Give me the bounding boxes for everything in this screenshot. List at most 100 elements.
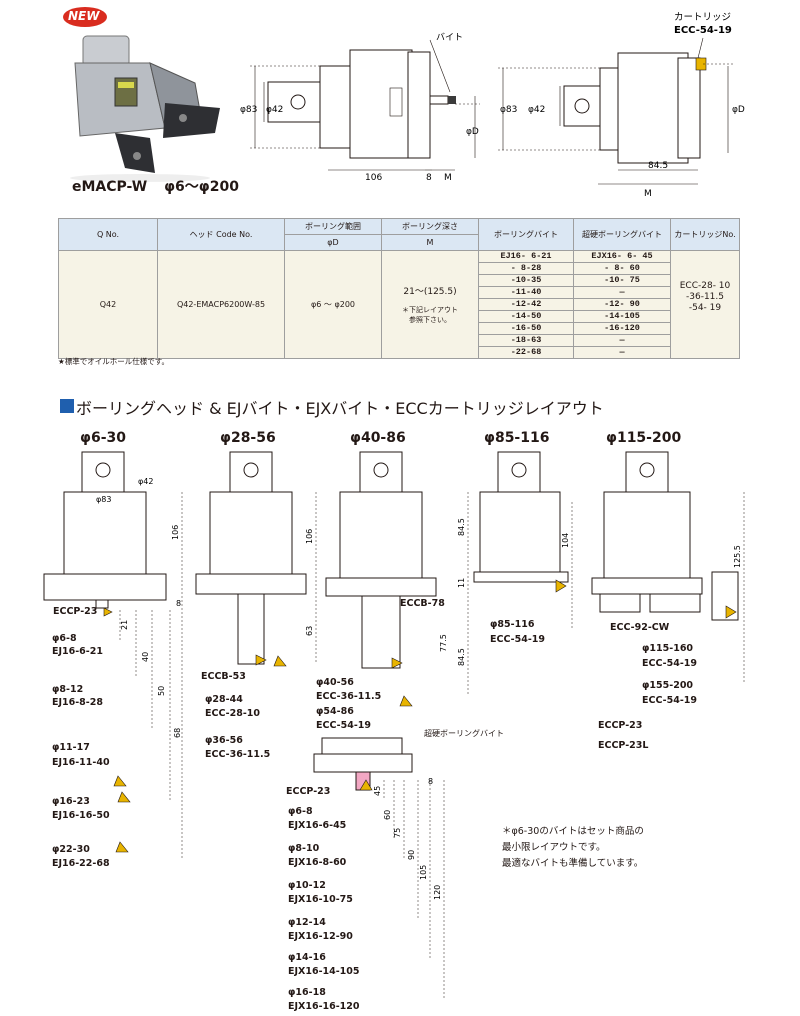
l1-106: 106 [171,525,180,540]
l1-item-4-range: φ22-30 [52,844,90,855]
l2-item-0-code: ECC-28-10 [205,708,260,719]
l2-title: φ28-56 [220,430,276,446]
l6-item-4-range: φ14-16 [288,952,326,963]
l2-106: 106 [305,529,314,544]
bite-row-5: -14-50 [479,310,573,322]
l3-775: 77.5 [439,634,448,652]
l6-dim-120: 120 [433,885,442,900]
bite-row-4: -12-42 [479,298,573,310]
l5-holder-0: ECCP-23 [598,720,643,731]
l4-item-0-code: ECC-54-19 [490,634,545,645]
l6-8: 8 [428,777,433,786]
td-boring-range: φ6 ～ φ200 [284,250,382,359]
l6-dim-60: 60 [383,810,392,820]
carbide-row-0: EJX16- 6- 45 [591,251,653,261]
tl-dD: φD [466,127,479,137]
l1-item-3-code: EJ16-16-50 [52,810,110,821]
table-footnote: ★標準でオイルホール仕様です。 [58,357,169,366]
tr-dD: φD [732,105,745,115]
th-boring-range: ボーリング範囲 [284,218,382,235]
spec-table: Q No. ヘッド Code No. ボーリング範囲 ボーリング深さ ボーリング… [58,218,740,359]
l5-item-1-range: φ155-200 [642,680,694,691]
l4-item-0-range: φ85-116 [490,619,535,630]
tl-8: 8 [426,173,432,183]
carbide-row-2: -10- 75 [574,274,670,286]
l6-item-0-code: EJX16-6-45 [288,820,347,831]
l1-holder: ECCP-23 [53,606,98,617]
product-name: eMACP-W [72,179,148,195]
l3-845: 84.5 [457,518,466,536]
l3-item-1-range: φ54-86 [316,706,354,717]
l1-d83: φ83 [96,495,111,504]
bite-row-7: -18-63 [479,334,573,346]
l4-104: 104 [561,533,570,548]
tr-cartridge-jp: カートリッジ [674,12,731,23]
l3-item-0-code: ECC-36-11.5 [316,691,382,702]
l2-63: 63 [305,626,314,636]
l3-item-0-range: φ40-56 [316,677,354,688]
l5-title: φ115-200 [606,430,682,446]
td-depth-note: ＊下記レイアウト 参照下さい。 [402,306,458,324]
tl-106: 106 [365,173,382,183]
tr-d83: φ83 [500,105,517,115]
top-right-diagram: カートリッジ ECC-54-19 φ83 φ42 φD 84.5 M [498,12,745,198]
l1-dim-21: 21 [120,620,129,630]
l1-item-4-code: EJ16-22-68 [52,858,110,869]
l1-dim-50: 50 [157,686,166,696]
l1-item-1-code: EJ16-8-28 [52,697,103,708]
l1-item-2-code: EJ16-11-40 [52,757,110,768]
th-carbide-bite: 超硬ボーリングバイト [573,218,671,251]
tl-M: M [444,173,452,183]
l1-item-2-range: φ11-17 [52,742,90,753]
bite-row-6: -16-50 [479,322,573,334]
l5-1255: 125.5 [733,545,742,568]
bite-row-2: -10-35 [479,274,573,286]
th-head-code: ヘッド Code No. [157,218,285,251]
l1-d42: φ42 [138,477,153,486]
l5-item-0-range: φ115-160 [642,643,694,654]
l2-item-0-range: φ28-44 [205,694,243,705]
carbide-row-6: -16-120 [574,322,670,334]
td-carbide: EJX16- 6- 45- 8- 60-10- 75—-12- 90-14-10… [573,250,671,359]
th-boring-depth-unit: M [381,234,479,251]
l6-item-2-range: φ10-12 [288,880,326,891]
carbide-row-3: — [574,286,670,298]
l3-holder: ECCB-78 [400,598,445,609]
product-range: φ6～φ200 [164,179,239,195]
l6-item-0-range: φ6-8 [288,806,313,817]
new-badge: NEW [62,6,108,28]
l5-item-1-code: ECC-54-19 [642,695,697,706]
carbide-row-7: — [574,334,670,346]
l6-holder: ECCP-23 [286,786,331,797]
section-title-marker [60,399,74,413]
tr-d42: φ42 [528,105,545,115]
l6-dim-75: 75 [393,828,402,838]
l5-item-0-code: ECC-54-19 [642,658,697,669]
td-boring-depth-value: 21～(125.5) [403,287,457,297]
product-photo [55,8,230,183]
l6-dim-90: 90 [407,850,416,860]
bite-row-8: -22-68 [479,346,573,358]
th-boring-range-unit: φD [284,234,382,251]
td-q-no: Q42 [58,250,158,359]
l3-845b: 84.5 [457,648,466,666]
l6-item-3-range: φ12-14 [288,917,326,928]
bite-note: ＊φ6-30のバイトはセット商品の 最小限レイアウトです。 最適なバイトも準備し… [502,826,644,869]
l3-title: φ40-86 [350,430,406,446]
l1-title: φ6-30 [80,430,126,446]
new-badge-label: NEW [68,9,100,23]
bite-row-3: -11-40 [479,286,573,298]
l2-item-1-range: φ36-56 [205,735,243,746]
l5-holder: ECC-92-CW [610,622,670,633]
tr-cartridge-code: ECC-54-19 [674,25,732,36]
l6-item-5-range: φ16-18 [288,987,326,998]
l6-item-1-range: φ8-10 [288,843,320,854]
tr-845: 84.5 [648,161,668,171]
tr-M: M [644,189,652,198]
l3-item-1-code: ECC-54-19 [316,720,371,731]
l5-holder-1: ECCP-23L [598,740,649,751]
l1-item-0-code: EJ16-6-21 [52,646,103,657]
section-title: ボーリングヘッド & EJバイト・EJXバイト・ECCカートリッジレイアウト [76,399,604,418]
l1-item-3-range: φ16-23 [52,796,90,807]
l6-dim-105: 105 [419,865,428,880]
